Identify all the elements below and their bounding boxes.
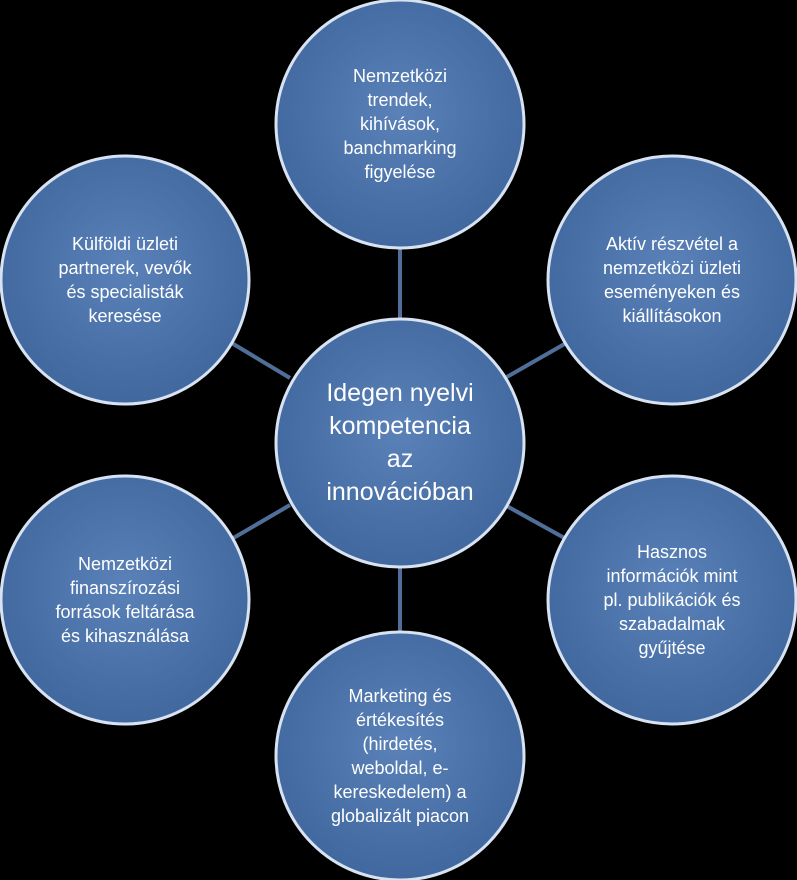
node-top-line-3: kihívások,	[359, 114, 441, 134]
node-lower-left-line-2: finanszírozási	[69, 578, 181, 598]
node-label-upper-left: Külföldi üzleti partnerek, vevők és spec…	[11, 166, 239, 394]
node-upper-left-line-3: és specialisták	[66, 282, 184, 302]
node-bottom-line-3: (hirdetés,	[362, 734, 438, 754]
connector-upper-right	[504, 340, 569, 380]
center-line-2: kompetencia	[329, 412, 471, 440]
node-lower-right-line-1: Hasznos	[636, 542, 707, 562]
node-lower-right-line-3: pl. publikációk és	[603, 590, 741, 610]
node-label-top: Nemzetközi trendek, kihívások, banchmark…	[286, 10, 514, 238]
node-circle-bottom	[274, 630, 526, 880]
node-circle-lower-right	[546, 474, 797, 726]
node-upper-right-line-3: eseményeken és	[603, 282, 741, 302]
center-line-1: Idegen nyelvi	[326, 379, 474, 407]
node-upper-left-line-4: keresése	[88, 306, 162, 326]
node-bottom-line-2: értékesítés	[355, 710, 445, 730]
center-line-4: innovációban	[326, 478, 474, 506]
node-bottom-line-1: Marketing és	[348, 686, 452, 706]
center-circle	[274, 317, 526, 569]
center-line-3: az	[386, 445, 414, 473]
connector-upper-left	[228, 340, 292, 380]
node-lower-right-line-5: gyűjtése	[638, 638, 706, 658]
node-lower-left-line-4: és kihasználása	[60, 626, 190, 646]
node-bottom-line-6: globalizált piacon	[330, 806, 470, 826]
node-top-line-4: banchmarking	[343, 138, 457, 158]
node-top-line-2: trendek,	[367, 90, 433, 110]
node-label-upper-right: Aktív részvétel a nemzetközi üzleti esem…	[558, 166, 786, 394]
node-label-lower-right: Hasznos információk mint pl. publikációk…	[558, 486, 786, 714]
node-upper-right-line-4: kiállításokon	[622, 306, 722, 326]
node-lower-left-line-1: Nemzetközi	[77, 554, 173, 574]
node-bottom-line-5: kereskedelem) a	[333, 782, 467, 802]
connector-lower-left	[228, 503, 292, 542]
node-top-line-1: Nemzetközi	[352, 66, 448, 86]
node-upper-left-line-2: partnerek, vevők	[58, 258, 192, 278]
node-label-bottom: Marketing és értékesítés (hirdetés, webo…	[286, 642, 514, 870]
center-label: Idegen nyelvi kompetencia az innovációba…	[286, 329, 514, 557]
node-circle-top	[274, 0, 526, 250]
node-upper-right-line-1: Aktív részvétel a	[605, 234, 739, 254]
node-lower-left-line-3: források feltárása	[55, 602, 195, 622]
node-lower-right-line-2: információk mint	[606, 566, 738, 586]
node-top-line-5: figyelése	[364, 162, 436, 182]
node-upper-left-line-1: Külföldi üzleti	[71, 234, 179, 254]
node-circle-lower-left	[0, 474, 251, 726]
node-circle-upper-right	[546, 154, 797, 406]
node-bottom-line-4: weboldal, e-	[351, 758, 449, 778]
node-circle-upper-left	[0, 154, 251, 406]
node-label-lower-left: Nemzetközi finanszírozási források feltá…	[11, 486, 239, 714]
node-lower-right-line-4: szabadalmak	[618, 614, 726, 634]
connector-lower-right	[504, 503, 569, 542]
node-upper-right-line-2: nemzetközi üzleti	[602, 258, 742, 278]
